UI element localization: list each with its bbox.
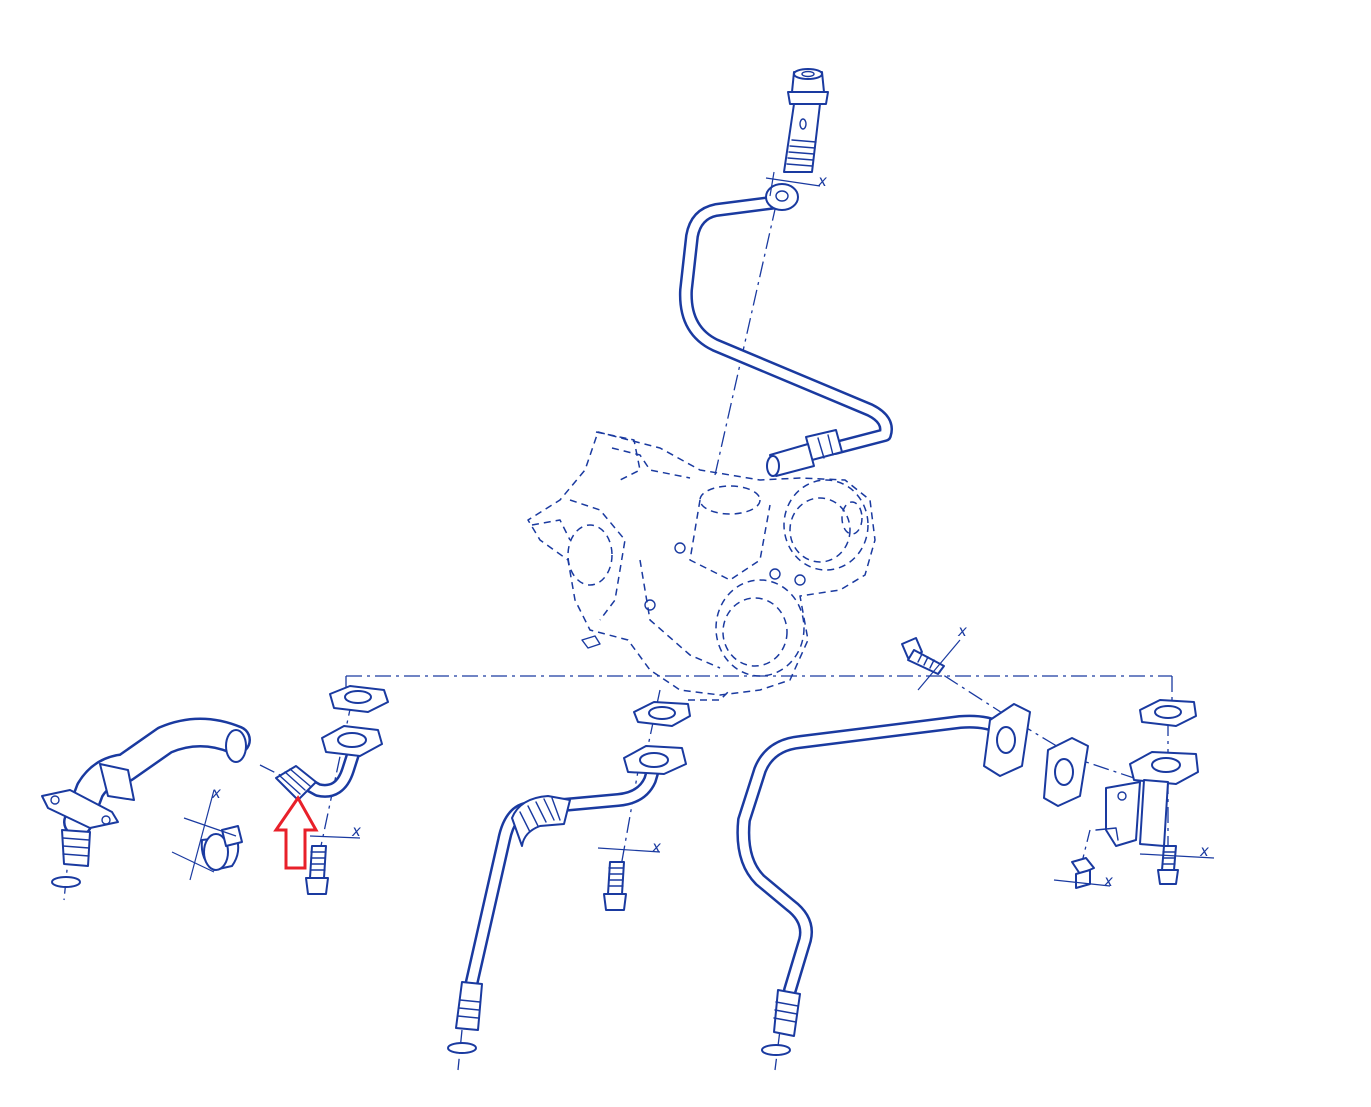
oil-return-elbow-left: [275, 685, 389, 801]
bolt-center: x: [597, 838, 661, 911]
assembly-centerlines: [63, 204, 1173, 1071]
dimension-label-x: x: [211, 784, 221, 802]
oil-line-right-long: [736, 703, 1089, 1056]
oil-return-line-center: [447, 701, 691, 1054]
oil-return-hose-left: [41, 717, 251, 888]
dimension-label-x: x: [651, 838, 661, 856]
hose-clamp: x: [171, 784, 243, 881]
dimension-label-x: x: [351, 822, 361, 840]
oil-return-bracket-right: [1095, 699, 1199, 847]
dimension-banjo-top: x: [765, 171, 827, 197]
dimension-label-x: x: [817, 172, 827, 190]
nut-right: x: [1053, 857, 1113, 890]
bolt-right-bottom: x: [1139, 842, 1215, 885]
dimension-label-x: x: [1103, 872, 1113, 890]
bolt-left: x: [305, 822, 361, 895]
bolt-right-top: x: [901, 622, 967, 691]
banjo-bolt-top: [765, 68, 829, 211]
oil-feed-pipe: [678, 195, 893, 477]
dimension-label-x: x: [957, 622, 967, 640]
dimension-label-x: x: [1199, 842, 1209, 860]
turbocharger-ghost-outline: [527, 431, 876, 701]
highlight-arrow-up: [273, 795, 319, 870]
